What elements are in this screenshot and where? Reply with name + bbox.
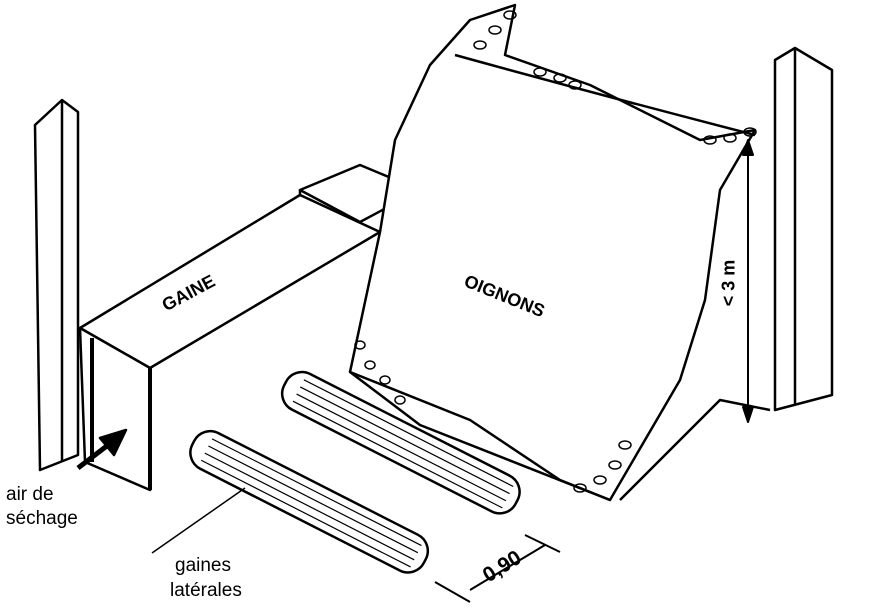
lateral-label-2: latérales — [170, 580, 242, 601]
air-label-2: séchage — [6, 508, 78, 529]
leader-line — [151, 487, 246, 554]
height-dimension — [742, 139, 754, 423]
onion-pile — [348, 3, 771, 502]
right-wall — [773, 46, 834, 412]
width-dimension — [434, 534, 561, 603]
lateral-duct-back — [280, 370, 521, 515]
lateral-duct-front — [189, 429, 430, 574]
height-label: < 3 m — [718, 259, 739, 307]
air-label-1: air de — [6, 484, 54, 505]
left-wall — [33, 98, 80, 472]
air-arrow-icon — [76, 428, 128, 470]
duct-gaine — [78, 193, 382, 492]
lateral-label-1: gaines — [175, 555, 231, 576]
